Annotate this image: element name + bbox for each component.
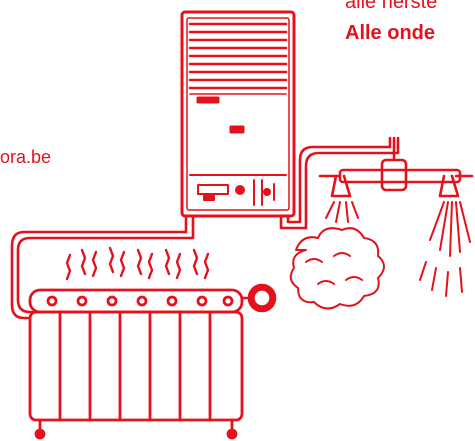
boiler-unit [182, 12, 294, 216]
steam-cloud [291, 228, 384, 308]
boiler-vent-grille [190, 24, 286, 88]
boiler-controls [198, 180, 274, 205]
website-text: ora.be [0, 147, 51, 168]
boiler-indicator [231, 127, 243, 132]
boiler-label-plate [198, 98, 218, 102]
heading-bold-line: Alle onde [345, 22, 435, 45]
water-spray-left [326, 202, 358, 222]
water-spray-right [420, 202, 470, 296]
heat-waves [67, 248, 208, 279]
heading-top-line: alle herste [345, 0, 437, 14]
radiator [30, 290, 242, 438]
radiator-valve [242, 285, 275, 311]
